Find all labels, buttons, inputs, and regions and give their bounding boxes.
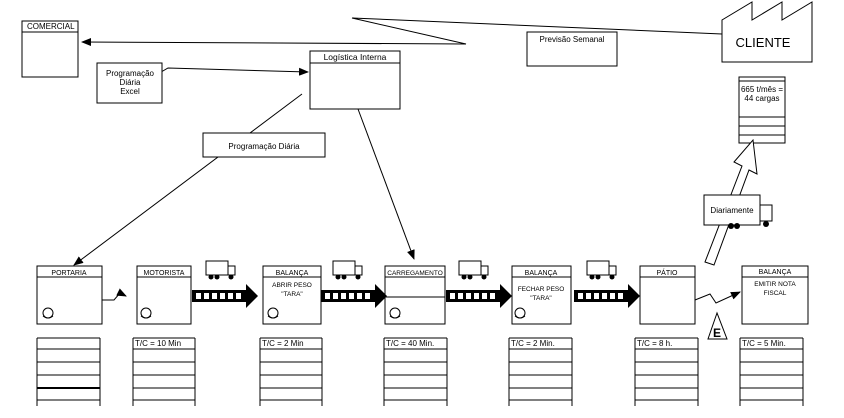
data-box: T/C = 40 Min. [383,336,448,406]
process-motorista: MOTORISTA [136,265,192,325]
programacao-excel-line1: Programação [106,69,155,78]
data-box: T/C = 2 Min [259,336,323,406]
process-title: BALANÇA [525,270,558,277]
cycle-time-label: T/C = 2 Min. [511,339,555,348]
cycle-time-label: T/C = 5 Min. [742,339,786,348]
process-balanca-emitir: BALANÇA EMITIR NOTA FISCAL [741,265,809,325]
push-arrow-icon [321,284,387,308]
truck-icon [205,260,236,280]
operator-icon [140,307,152,319]
patio-to-balanca-arrow [694,291,741,304]
truck-icon [458,260,489,280]
push-arrow-icon [192,284,258,308]
process-sub2: "TARA" [530,295,552,302]
inventory-label: E [713,326,721,340]
cycle-time-label: T/C = 8 h. [637,339,672,348]
operator-icon [267,307,279,319]
process-sub2: FISCAL [764,290,787,297]
logistica-interna-box: Logística Interna [309,50,401,110]
comercial-box: COMERCIAL [21,20,79,78]
customer-demand-line2: 44 cargas [744,94,779,103]
portaria-to-motorista-arrow [102,288,127,301]
inventory-triangle-icon: E [707,311,728,340]
process-patio: PÁTIO [639,265,696,325]
programacao-excel-line2: Diária [120,78,141,87]
process-sub1: FECHAR PESO [518,286,565,293]
operator-icon [514,307,526,319]
data-box: T/C = 8 h. [634,336,699,406]
programacao-diaria-excel-flow: Programação Diária Excel [96,62,309,104]
process-title: BALANÇA [759,269,792,276]
customer-demand-line1: 665 t/mês = [741,85,783,94]
data-box: T/C = 5 Min. [739,336,804,406]
factory-icon: CLIENTE [721,1,813,63]
cycle-time-label: T/C = 2 Min [262,339,304,348]
customer-data-box: 665 t/mês = 44 cargas [738,76,786,144]
process-title: BALANÇA [276,270,309,277]
process-carregamento: CARREGAMENTO [384,265,446,325]
data-box: T/C = 10 Min [132,336,196,406]
data-box [36,336,101,406]
truck-icon [332,260,363,280]
previsao-semanal-flow: Previsão Semanal [81,17,723,67]
process-balanca-fechar: BALANÇA FECHAR PESO "TARA" [511,265,572,325]
process-portaria: PORTARIA [36,265,103,325]
process-title: MOTORISTA [144,270,185,277]
truck-icon: Diariamente [703,194,773,229]
comercial-label: COMERCIAL [27,22,75,31]
process-sub2: "TARA" [281,291,303,298]
process-sub1: EMITIR NOTA [754,281,796,288]
programacao-diaria-flow: Programação Diária [73,93,326,266]
process-balanca-abrir: BALANÇA ABRIR PESO "TARA" [262,265,322,325]
truck-icon [586,260,617,280]
programacao-excel-line3: Excel [120,87,140,96]
push-arrow-icon [574,284,640,308]
diariamente-label: Diariamente [710,206,754,215]
previsao-semanal-label: Previsão Semanal [540,35,605,44]
logistica-to-carregamento-arrow [357,108,415,260]
push-arrow-icon [446,284,512,308]
process-title: PORTARIA [51,270,86,277]
operator-icon [389,307,401,319]
process-sub1: ABRIR PESO [272,282,312,289]
logistica-interna-label: Logística Interna [324,52,387,62]
operator-icon [42,307,54,319]
data-box: T/C = 2 Min. [508,336,573,406]
process-title: CARREGAMENTO [387,270,443,277]
cycle-time-label: T/C = 10 Min [135,339,181,348]
process-title: PÁTIO [656,268,678,277]
programacao-diaria-label: Programação Diária [228,142,300,151]
cliente-label: CLIENTE [736,35,791,50]
cycle-time-label: T/C = 40 Min. [386,339,434,348]
